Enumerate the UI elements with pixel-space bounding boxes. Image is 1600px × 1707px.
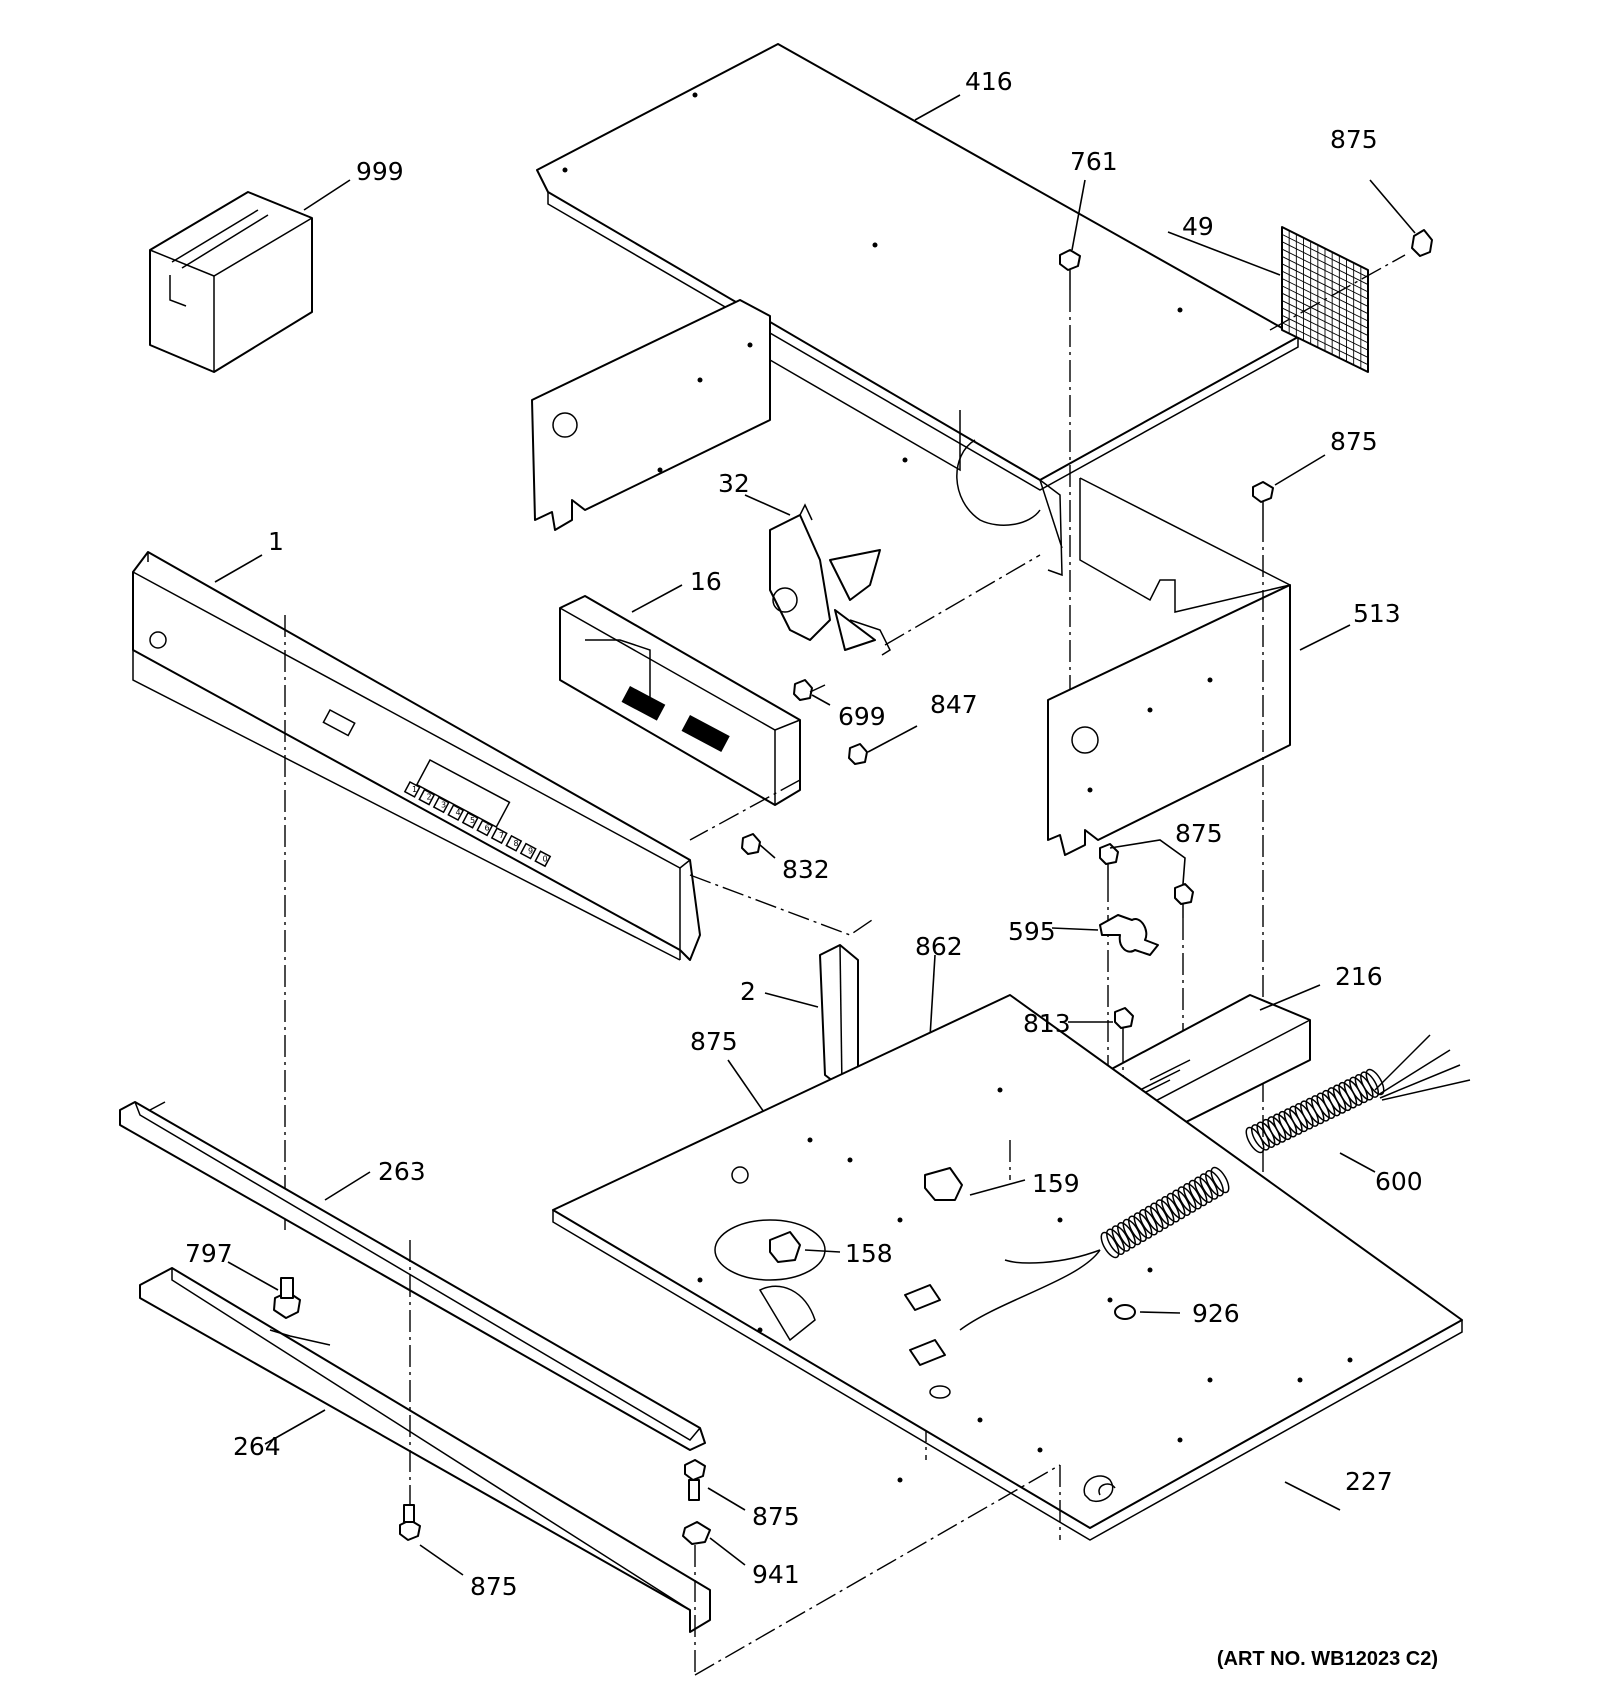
keypad-digit: 0 xyxy=(543,854,548,863)
callout-797: 797 xyxy=(185,1239,233,1268)
keypad-digit: 2 xyxy=(427,793,432,802)
part-1-control-panel: 1 23 45 67 89 0 xyxy=(132,551,701,1230)
callout-847: 847 xyxy=(930,690,978,719)
keypad-digit: 3 xyxy=(441,800,446,809)
callout-216: 216 xyxy=(1335,962,1383,991)
art-number: (ART NO. WB12023 C2) xyxy=(1217,1648,1438,1670)
callout-2: 2 xyxy=(740,977,756,1006)
part-926-grommet xyxy=(1114,1304,1181,1320)
part-875-screw-e xyxy=(399,1504,464,1576)
part-600-harness xyxy=(904,1034,1471,1399)
keypad-digit: 5 xyxy=(470,816,475,825)
callout-49: 49 xyxy=(1182,212,1214,241)
part-832-screw xyxy=(741,833,776,859)
callout-159: 159 xyxy=(1032,1169,1080,1198)
part-797-screw xyxy=(227,1261,301,1319)
callout-16: 16 xyxy=(690,567,722,596)
keypad-digit: 7 xyxy=(499,831,504,840)
callout-416: 416 xyxy=(965,67,1013,96)
part-2-end-cap xyxy=(689,874,873,1089)
part-158-thermostat xyxy=(769,1231,841,1263)
part-999-box xyxy=(149,179,351,373)
callout-875: 875 xyxy=(1330,125,1378,154)
keypad-digit: 4 xyxy=(456,808,461,817)
callout-32: 32 xyxy=(718,469,750,498)
part-upper-side-wrapper xyxy=(531,299,1063,577)
part-699-screw xyxy=(793,679,831,706)
callout-813: 813 xyxy=(1023,1009,1071,1038)
callout-513: 513 xyxy=(1353,599,1401,628)
part-847-screw xyxy=(848,725,918,765)
part-16-control-board xyxy=(559,584,801,841)
callout-263: 263 xyxy=(378,1157,426,1186)
callout-875: 875 xyxy=(752,1502,800,1531)
part-263-trim xyxy=(119,1101,706,1451)
part-875-screw-a xyxy=(1369,179,1433,257)
callout-264: 264 xyxy=(233,1432,281,1461)
callout-875: 875 xyxy=(690,1027,738,1056)
part-227-base-plate xyxy=(552,994,1463,1541)
assembly-guide-lines xyxy=(694,1140,1061,1676)
part-595-clamp xyxy=(1051,914,1159,956)
callout-875: 875 xyxy=(1330,427,1378,456)
callout-595: 595 xyxy=(1008,917,1056,946)
callout-862: 862 xyxy=(915,932,963,961)
callout-941: 941 xyxy=(752,1560,800,1589)
part-32-fan-motor xyxy=(744,494,1041,656)
callout-832: 832 xyxy=(782,855,830,884)
callout-600: 600 xyxy=(1375,1167,1423,1196)
part-875-screw-f xyxy=(684,1459,746,1511)
part-761-screw xyxy=(1059,179,1086,720)
callout-699: 699 xyxy=(838,702,886,731)
callout-227: 227 xyxy=(1345,1467,1393,1496)
part-416-top-cover xyxy=(536,43,1299,491)
part-264-channel xyxy=(139,1240,711,1633)
keypad-digit: 8 xyxy=(514,839,519,848)
callout-999: 999 xyxy=(356,157,404,186)
callout-158: 158 xyxy=(845,1239,893,1268)
part-159-thermostat xyxy=(924,1167,1026,1201)
keypad-digit: 9 xyxy=(528,847,533,856)
part-513-side-panel xyxy=(1047,477,1351,856)
callout-875: 875 xyxy=(470,1572,518,1601)
keypad-digit: 1 xyxy=(412,785,417,794)
callout-875: 875 xyxy=(1175,819,1223,848)
part-941-washer xyxy=(682,1521,746,1566)
keypad-digit: 6 xyxy=(485,824,490,833)
callout-761: 761 xyxy=(1070,147,1118,176)
callout-1: 1 xyxy=(268,527,284,556)
callout-926: 926 xyxy=(1192,1299,1240,1328)
part-49-screen xyxy=(1167,226,1406,373)
